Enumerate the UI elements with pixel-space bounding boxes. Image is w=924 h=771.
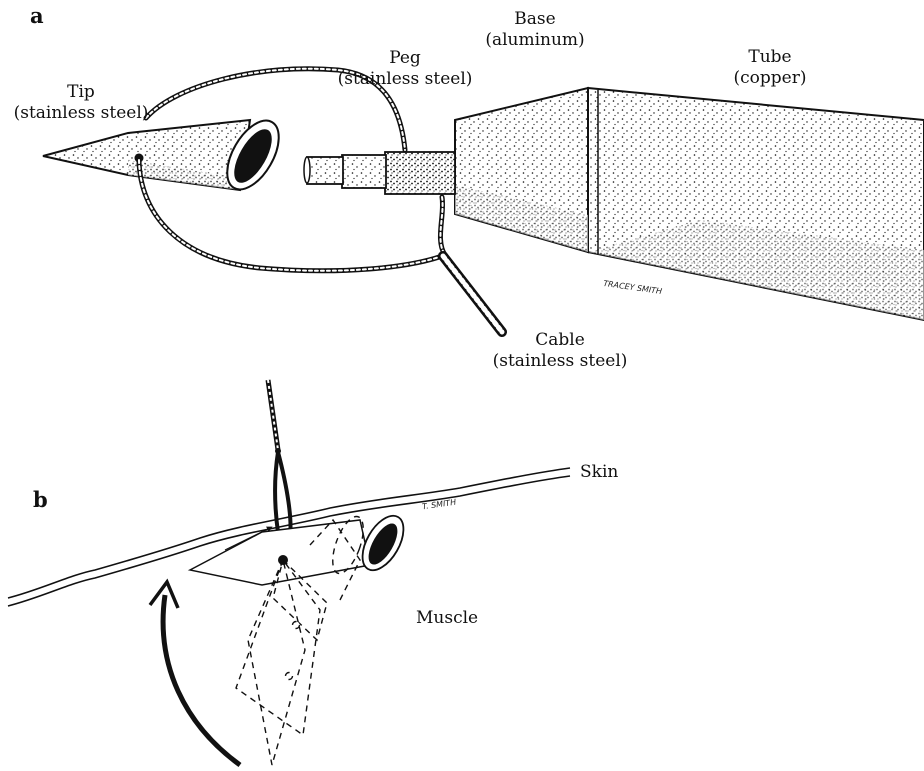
panel-a-drawing [43,69,924,332]
tip [43,112,289,198]
muscle-label: Muscle [416,608,478,629]
base-label-material: (aluminum) [460,30,610,51]
tube-label-material: (copper) [705,68,835,89]
rotation-arrow [150,582,240,765]
base-label: Base (aluminum) [460,9,610,51]
panel-b-drawing [8,380,570,765]
skin-label: Skin [580,462,618,483]
panel-b-letter: b [33,487,48,512]
base [455,88,588,252]
tip-label-name: Tip [6,82,156,103]
peg-label: Peg (stainless steel) [330,48,480,90]
base-label-name: Base [460,9,610,30]
tube-label: Tube (copper) [705,47,835,89]
peg-label-name: Peg [330,48,480,69]
tip-label-material: (stainless steel) [6,103,156,124]
tip-label: Tip (stainless steel) [6,82,156,124]
panel-a-letter: a [30,3,44,28]
cable-label: Cable (stainless steel) [485,330,635,372]
peg [304,152,455,194]
implanted-tip [190,509,412,585]
tube-label-name: Tube [705,47,835,68]
peg-label-material: (stainless steel) [330,69,480,90]
cable-label-material: (stainless steel) [485,351,635,372]
cable-label-name: Cable [485,330,635,351]
cable [139,69,502,332]
